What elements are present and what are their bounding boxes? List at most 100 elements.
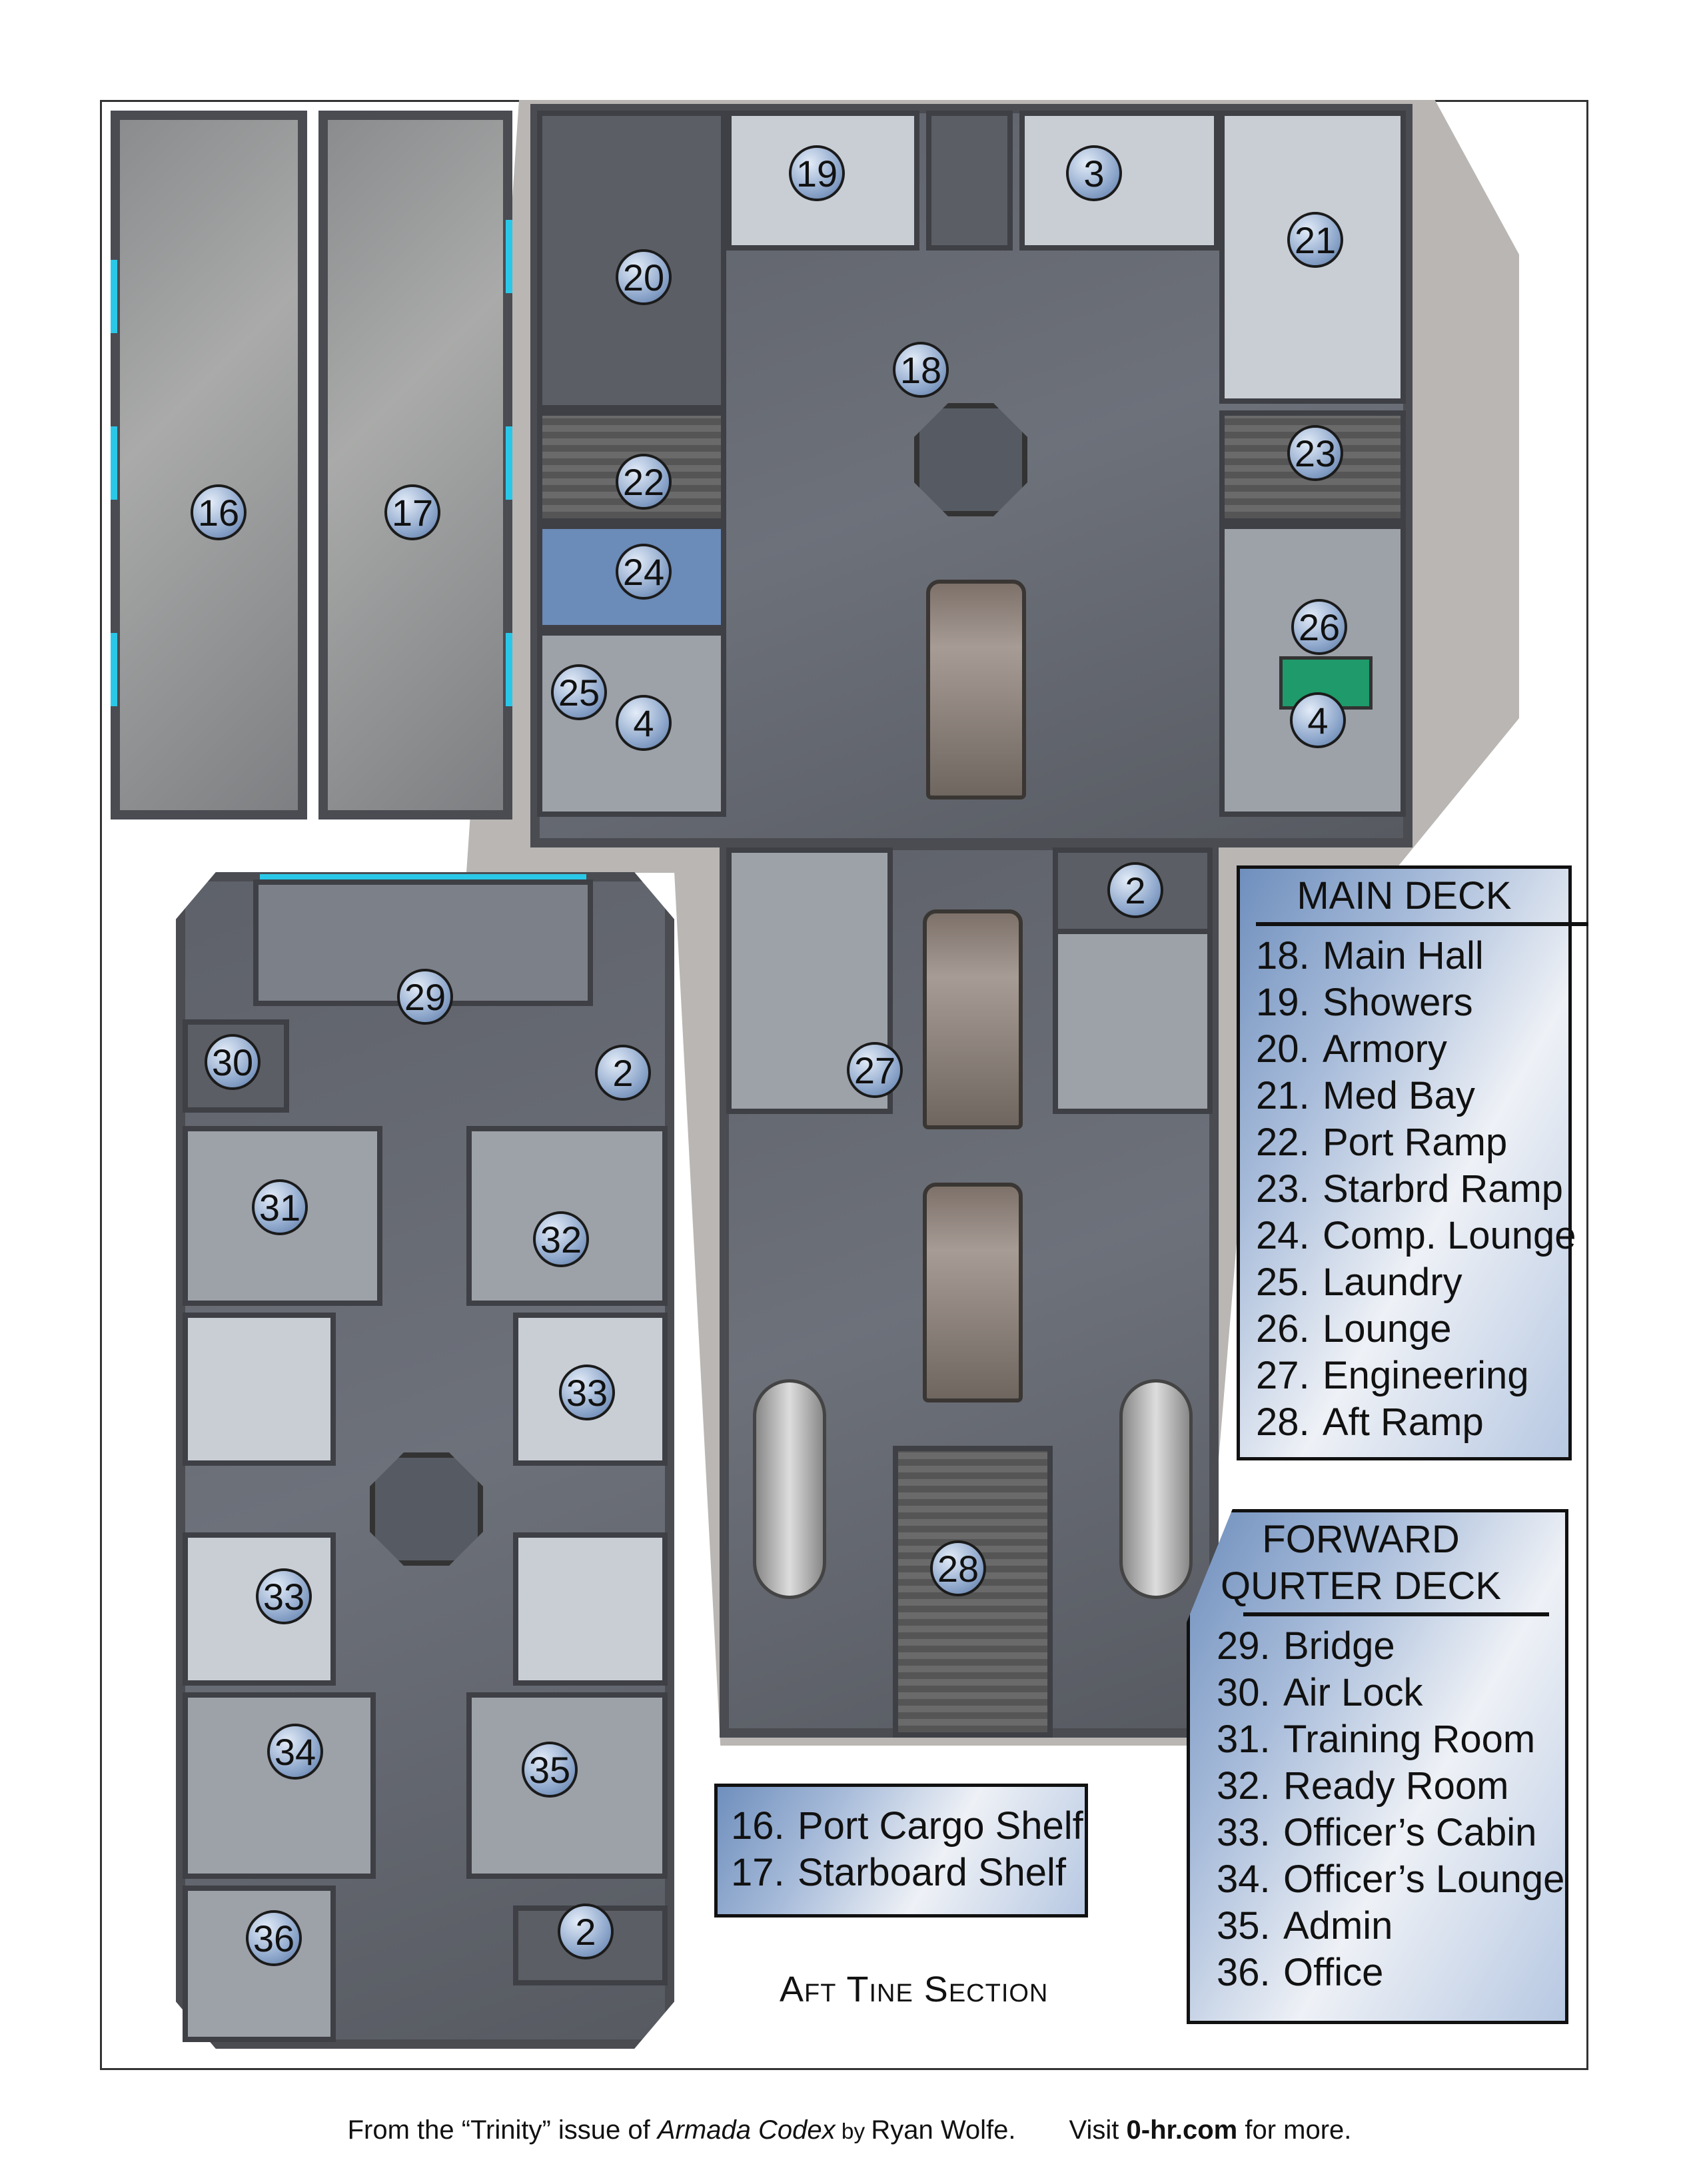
footer-text: From the “Trinity” issue of [347, 2115, 658, 2145]
starboard-shelf [318, 111, 512, 819]
stairwell [926, 111, 1013, 251]
room-marker-30: 30 [205, 1034, 261, 1090]
room-marker-24: 24 [616, 544, 672, 600]
legend-num: 33. [1217, 1811, 1271, 1854]
legend-item: 21. Med Bay [1256, 1073, 1568, 1119]
shelf-light [111, 426, 117, 500]
room-marker-21: 21 [1287, 212, 1343, 268]
main-deck-legend: MAIN DECK 18.Main Hall 19.Showers 20.Arm… [1237, 865, 1588, 1460]
legend-label: Training Room [1283, 1718, 1536, 1761]
room-engineering-port [726, 847, 893, 1114]
room-marker-17: 17 [384, 484, 440, 540]
legend-item: 23. Starbrd Ramp [1256, 1166, 1568, 1213]
room-marker-2: 2 [1107, 862, 1163, 918]
legend-num: 25. [1256, 1261, 1310, 1304]
room-marker-34: 34 [267, 1724, 323, 1780]
website-link[interactable]: 0-hr.com [1126, 2115, 1238, 2145]
legend-label: Lounge [1323, 1307, 1452, 1351]
legend-num: 27. [1256, 1354, 1310, 1397]
legend-num: 30. [1217, 1671, 1271, 1714]
room-marker-32: 32 [533, 1211, 589, 1267]
room-officers-cabin [183, 1313, 336, 1466]
legend-label: Comp. Lounge [1323, 1214, 1576, 1257]
room-cabin [513, 1532, 668, 1686]
legend-num: 29. [1217, 1624, 1271, 1668]
legend-num: 35. [1217, 1904, 1271, 1947]
legend-item: 16.Port Cargo Shelf [731, 1803, 1085, 1850]
legend-num: 34. [1217, 1858, 1271, 1901]
legend-item: 24. Comp. Lounge [1256, 1213, 1576, 1259]
forward-deck-legend: FORWARD QURTER DECK 29. Bridge 30. Air Loc… [1187, 1509, 1568, 2024]
legend-label: Admin [1283, 1904, 1393, 1947]
legend-item: 34.Officer’s Lounge [1217, 1856, 1565, 1903]
legend-num: 19. [1256, 981, 1310, 1024]
legend-item: 26. Lounge [1256, 1306, 1568, 1353]
room-officers-lounge [183, 1692, 376, 1879]
legend-label: Starbrd Ramp [1323, 1167, 1564, 1211]
room-marker-27: 27 [847, 1042, 903, 1098]
room-marker-18: 18 [893, 342, 949, 398]
legend-num: 36. [1217, 1951, 1271, 1994]
legend-num: 26. [1256, 1307, 1310, 1351]
legend-item: 36. Office [1217, 1949, 1565, 1996]
legend-label: Officer’s Cabin [1283, 1811, 1537, 1854]
fuel-tank-port [753, 1379, 826, 1599]
room-marker-33: 33 [559, 1365, 615, 1420]
legend-num: 21. [1256, 1074, 1310, 1117]
bridge-window [260, 874, 586, 881]
legend-item: 30. Air Lock [1217, 1670, 1565, 1716]
room-marker-20: 20 [616, 249, 672, 305]
legend-label: Office [1283, 1951, 1384, 1994]
legend-item: 31. Training Room [1217, 1716, 1565, 1763]
footer-credit: From the “Trinity” issue of Armada Codex… [0, 2115, 1699, 2145]
legend-num: 28. [1256, 1400, 1310, 1444]
room-marker-4: 4 [616, 695, 672, 751]
footer-visit: Visit [1069, 2115, 1127, 2145]
room-marker-29: 29 [397, 969, 453, 1025]
room-marker-22: 22 [616, 454, 672, 510]
legend-num: 31. [1217, 1718, 1271, 1761]
room-marker-36: 36 [246, 1910, 302, 1966]
room-marker-33: 33 [256, 1568, 312, 1624]
legend-label: Armory [1323, 1027, 1447, 1071]
fuel-tank-starboard [1119, 1379, 1193, 1599]
divider [1256, 922, 1588, 926]
footer-by: by [835, 2119, 871, 2144]
legend-item: 28.Aft Ramp [1256, 1399, 1568, 1446]
legend-item: 33. Officer’s Cabin [1217, 1810, 1565, 1856]
legend-label: Bridge [1283, 1624, 1395, 1668]
legend-item: 17.Starboard Shelf [731, 1850, 1085, 1896]
room-marker-19: 19 [789, 145, 845, 201]
legend-num: 32. [1217, 1764, 1271, 1808]
main-deck-title: MAIN DECK [1297, 874, 1512, 917]
room-restroom [1019, 111, 1219, 251]
legend-num: 23. [1256, 1167, 1310, 1211]
legend-label: Port Ramp [1323, 1121, 1508, 1164]
legend-label: Laundry [1323, 1261, 1462, 1304]
legend-item: 22.Port Ramp [1256, 1119, 1568, 1166]
shelf-light [111, 633, 117, 706]
legend-num: 24. [1256, 1214, 1310, 1257]
port-cargo-shelf [111, 111, 307, 819]
room-marker-31: 31 [252, 1179, 308, 1235]
legend-item: 19.Showers [1256, 979, 1568, 1026]
shelf-light [111, 260, 117, 333]
legend-label: Starboard Shelf [798, 1851, 1067, 1894]
legend-label: Air Lock [1283, 1671, 1423, 1714]
shelf-light [506, 426, 512, 500]
shelf-light [506, 220, 512, 293]
legend-num: 18. [1256, 934, 1310, 977]
room-marker-23: 23 [1287, 425, 1343, 481]
legend-label: Port Cargo Shelf [798, 1804, 1083, 1848]
room-marker-35: 35 [522, 1742, 578, 1798]
author: Ryan Wolfe. [871, 2115, 1016, 2145]
room-marker-16: 16 [191, 484, 247, 540]
legend-label: Med Bay [1323, 1074, 1475, 1117]
legend-item: 25. Laundry [1256, 1259, 1568, 1306]
forward-deck-subtitle: QURTER DECK [1220, 1564, 1502, 1608]
divider [1243, 1612, 1549, 1616]
room-marker-25: 25 [551, 664, 607, 720]
forward-deck-title: FORWARD [1262, 1518, 1460, 1561]
legend-label: Ready Room [1283, 1764, 1509, 1808]
footer-more: for more. [1237, 2115, 1352, 2145]
